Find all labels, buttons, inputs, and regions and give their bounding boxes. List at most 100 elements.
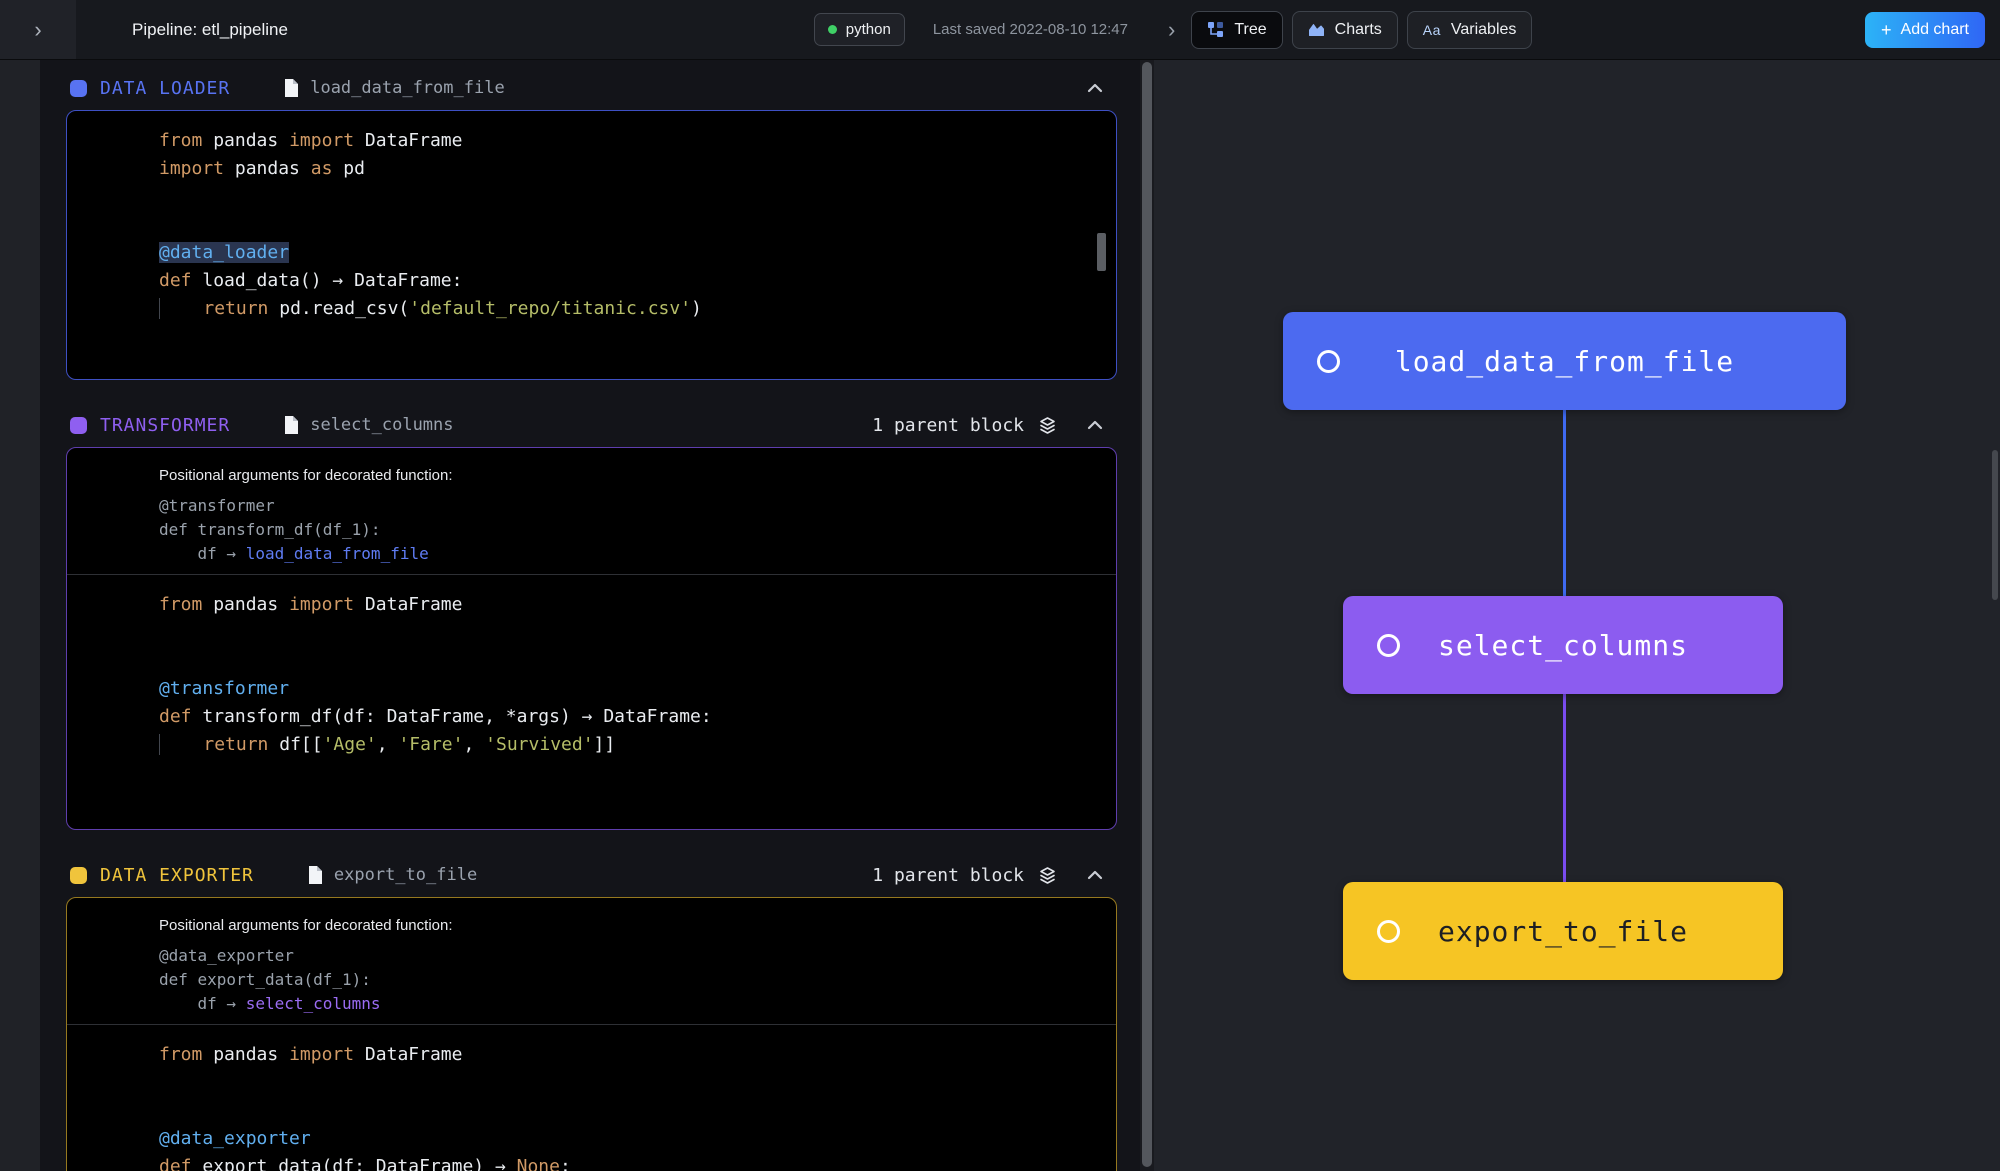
code-token: def transform_df(df_1): (159, 520, 381, 539)
code-token: pandas (224, 158, 311, 179)
pipeline-editor-panel: DATA LOADER load_data_from_file (40, 60, 1140, 1171)
collapse-block-button[interactable] (1087, 870, 1103, 880)
status-circle-icon (1377, 633, 1400, 657)
scrollbar-thumb[interactable] (1142, 62, 1152, 1167)
chevron-right-icon: › (1168, 16, 1176, 42)
code-line: def transform_df(df_1): (159, 518, 1096, 542)
graph-scrollbar-thumb[interactable] (1992, 450, 1998, 600)
collapse-sidekick-button[interactable]: › (1168, 17, 1175, 43)
code-line: from pandas import DataFrame (159, 127, 1096, 155)
layers-icon[interactable] (1038, 866, 1057, 885)
info-title: Positional arguments for decorated funct… (159, 467, 453, 484)
collapse-block-button[interactable] (1087, 83, 1103, 93)
tab-variables-label: Variables (1450, 20, 1517, 38)
block-header-actions: 1 parent block (872, 865, 1103, 886)
block-file-link[interactable]: load_data_from_file (282, 78, 505, 98)
block-header-actions: 1 parent block (872, 415, 1103, 436)
code-token: @data_loader (159, 242, 290, 263)
code-token: from (159, 594, 203, 615)
code-line (159, 619, 1096, 647)
graph-node-export_to_file[interactable]: export_to_file (1343, 882, 1783, 980)
chevron-up-icon (1087, 420, 1103, 430)
tree-icon (1207, 21, 1224, 38)
code-line: from pandas import DataFrame (159, 1041, 1096, 1069)
block-section-transformer: TRANSFORMER select_columns 1 parent bloc… (66, 407, 1117, 830)
tab-charts[interactable]: Charts (1291, 10, 1398, 49)
dependency-edge (1563, 694, 1566, 882)
top-bar: › Pipeline: etl_pipeline python Last sav… (0, 0, 2000, 60)
code-block-card: Positional arguments for decorated funct… (66, 447, 1117, 830)
block-color-dot-icon (70, 416, 87, 434)
code-token: def (159, 270, 192, 291)
code-token: from (159, 1044, 203, 1065)
code-token: DataFrame (354, 1044, 463, 1065)
graph-node-select_columns[interactable]: select_columns (1343, 596, 1783, 694)
code-token: from (159, 130, 203, 151)
code-token (159, 734, 204, 755)
divider (67, 574, 1116, 575)
code-line: df → load_data_from_file (159, 542, 1096, 566)
block-file-link[interactable]: select_columns (282, 415, 454, 435)
top-bar-right: › Tree Charts Aa Variables (1140, 0, 2000, 59)
tab-tree[interactable]: Tree (1191, 10, 1283, 49)
block-file-link[interactable]: export_to_file (306, 865, 477, 885)
main-area: DATA LOADER load_data_from_file (0, 60, 2000, 1171)
collapsed-file-browser-strip[interactable] (0, 60, 40, 1171)
block-file-name: select_columns (310, 415, 454, 435)
decorator-args-info: Positional arguments for decorated funct… (67, 898, 1116, 1024)
graph-node-load_data_from_file[interactable]: load_data_from_file (1283, 312, 1846, 410)
code-token: pandas (202, 130, 290, 151)
code-token: @transformer (159, 678, 290, 699)
graph-node-label: export_to_file (1437, 914, 1688, 948)
code-token: DataFrame (354, 594, 463, 615)
collapse-file-browser-button[interactable]: › (0, 0, 76, 59)
plus-icon: + (1881, 19, 1892, 40)
code-line (159, 211, 1096, 239)
graph-node-label: select_columns (1437, 628, 1688, 662)
tab-tree-label: Tree (1234, 20, 1267, 38)
code-line: @transformer (159, 675, 1096, 703)
code-line: @data_loader (159, 239, 1096, 267)
code-line: def load_data() → DataFrame: (159, 267, 1096, 295)
code-token: @data_exporter (159, 946, 294, 965)
code-token: return (203, 298, 269, 319)
editor-panel-scrollbar[interactable] (1140, 60, 1154, 1171)
decorator-args-info: Positional arguments for decorated funct… (67, 448, 1116, 574)
editor-scrollbar-thumb[interactable] (1097, 233, 1106, 271)
code-token: transform_df(df: DataFrame, *args) (191, 706, 582, 727)
last-saved-text: Last saved 2022-08-10 12:47 (932, 21, 1128, 38)
code-token: 'Age' (322, 734, 377, 755)
chevron-up-icon (1087, 870, 1103, 880)
tab-variables[interactable]: Aa Variables (1406, 10, 1533, 49)
code-token: df[[ (268, 734, 323, 755)
code-token: def (159, 1156, 192, 1171)
code-editor[interactable]: from pandas import DataFrame @data_expor… (67, 1025, 1116, 1171)
block-type-label: TRANSFORMER (100, 414, 231, 436)
code-token: as (310, 158, 333, 179)
block-section-data-exporter: DATA EXPORTER export_to_file 1 parent bl… (66, 857, 1117, 1171)
code-token: : (559, 1156, 571, 1171)
dependency-tree-panel[interactable]: load_data_from_file select_columns export_… (1154, 60, 2000, 1171)
add-chart-button[interactable]: + Add chart (1865, 11, 1985, 48)
parent-blocks-label[interactable]: 1 parent block (872, 414, 1024, 436)
file-icon (282, 78, 300, 98)
parent-block-link[interactable]: select_columns (245, 994, 381, 1013)
tab-charts-label: Charts (1334, 20, 1382, 38)
parent-blocks-label[interactable]: 1 parent block (872, 864, 1024, 886)
code-line (159, 1069, 1096, 1097)
language-badge[interactable]: python (813, 13, 905, 46)
layers-icon[interactable] (1038, 416, 1057, 435)
block-file-name: export_to_file (333, 865, 478, 885)
collapse-block-button[interactable] (1087, 420, 1103, 430)
status-circle-icon (1377, 919, 1400, 943)
code-editor[interactable]: from pandas import DataFrame @transforme… (67, 575, 1116, 759)
code-line: @data_exporter (159, 944, 1096, 968)
code-token: return (203, 734, 269, 755)
code-token: @data_exporter (159, 1128, 311, 1149)
code-token: df → (159, 994, 246, 1013)
parent-block-link[interactable]: load_data_from_file (245, 544, 429, 563)
status-circle-icon (1317, 349, 1340, 373)
